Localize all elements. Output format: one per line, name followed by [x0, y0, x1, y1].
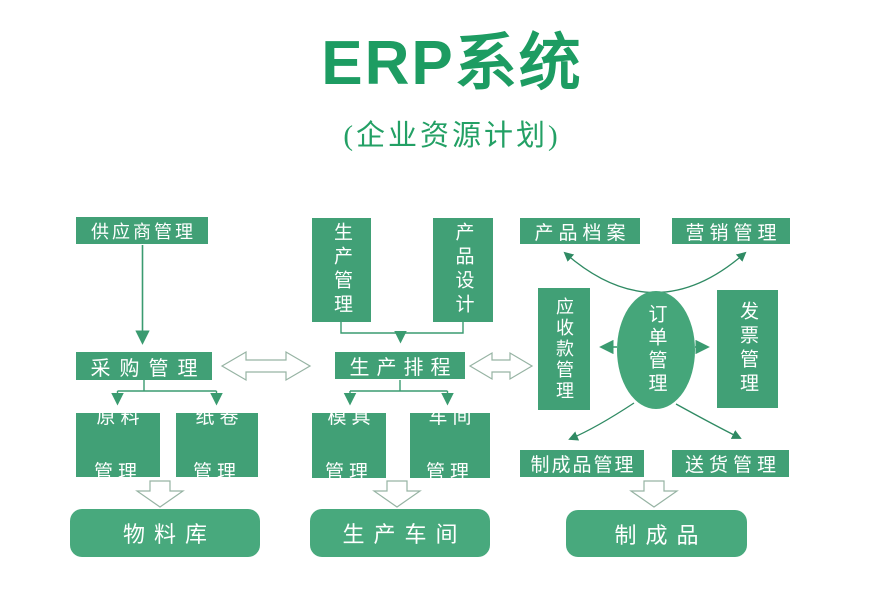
node-product-archive: 产品档案 [520, 218, 640, 244]
node-order-mgmt: 订单管理 [617, 291, 695, 409]
node-delivery-mgmt-label: 送货管理 [684, 455, 781, 476]
node-invoice-mgmt-label: 发票管理 [737, 301, 758, 397]
node-workshop-line2: 管理 [425, 462, 474, 484]
node-raw-material-mgmt: 原料 管理 [76, 407, 160, 483]
node-product-design: 产品设计 [433, 218, 493, 322]
node-product-archive-label: 产品档案 [534, 222, 631, 244]
node-workshop-mgmt: 车间 管理 [410, 407, 490, 483]
node-paper-roll-line1: 纸卷 [195, 406, 244, 428]
arrow-order-to-finished-product [568, 402, 635, 441]
node-finished-product-mgmt-label: 制成品管理 [530, 455, 636, 476]
node-finished-products: 制成品 [566, 510, 747, 557]
double-arrow-scheduling-receivables [468, 351, 534, 381]
node-production-workshop: 生产车间 [310, 509, 490, 557]
node-marketing-mgmt-label: 营销管理 [685, 222, 782, 244]
connector-merge-to-scheduling [340, 322, 464, 334]
node-product-design-label: 产品设计 [452, 222, 474, 318]
node-raw-material-line2: 管理 [93, 461, 142, 483]
node-raw-material-line1: 原料 [96, 406, 145, 428]
block-arrow-to-production-workshop [372, 480, 422, 508]
node-supplier-mgmt: 供应商管理 [76, 217, 208, 244]
page-subtitle: (企业资源计划) [343, 120, 561, 153]
node-mold-line2: 管理 [324, 462, 373, 484]
node-delivery-mgmt: 送货管理 [672, 450, 789, 477]
node-order-mgmt-label: 订单管理 [645, 304, 667, 396]
node-production-mgmt: 生产管理 [312, 218, 371, 322]
node-production-scheduling-label: 生产排程 [349, 357, 458, 379]
node-material-warehouse-label: 物料库 [122, 522, 216, 547]
node-receivables-mgmt: 应收款管理 [538, 288, 590, 410]
node-mold-mgmt: 模具 管理 [312, 407, 386, 483]
node-finished-product-mgmt: 制成品管理 [520, 450, 644, 477]
node-marketing-mgmt: 营销管理 [672, 218, 790, 244]
title-block: ERP系统 (企业资源计划) [0, 29, 878, 154]
connector-purchasing-split [117, 380, 217, 392]
connector-scheduling-split [350, 380, 448, 392]
node-receivables-mgmt-label: 应收款管理 [554, 296, 574, 402]
arrow-order-to-archive-marketing [563, 251, 747, 293]
node-invoice-mgmt: 发票管理 [717, 290, 778, 408]
node-workshop-line1: 车间 [428, 407, 477, 429]
block-arrow-to-finished-products [629, 480, 679, 508]
node-paper-roll-line2: 管理 [192, 461, 241, 483]
node-production-scheduling: 生产排程 [335, 352, 465, 379]
node-mold-line1: 模具 [327, 407, 376, 429]
double-arrow-purchasing-scheduling [220, 350, 312, 382]
node-paper-roll-mgmt: 纸卷 管理 [176, 407, 258, 483]
node-supplier-mgmt-label: 供应商管理 [91, 221, 196, 242]
node-finished-products-label: 制成品 [614, 522, 708, 548]
node-production-mgmt-label: 生产管理 [331, 222, 352, 318]
arrow-order-to-delivery [675, 403, 742, 439]
node-purchasing-mgmt-label: 采购管理 [90, 357, 207, 380]
node-production-workshop-label: 生产车间 [342, 522, 467, 547]
node-material-warehouse: 物料库 [70, 509, 260, 557]
block-arrow-to-material-warehouse [135, 480, 185, 508]
node-purchasing-mgmt: 采购管理 [76, 352, 212, 380]
page-title: ERP系统 [321, 29, 583, 98]
